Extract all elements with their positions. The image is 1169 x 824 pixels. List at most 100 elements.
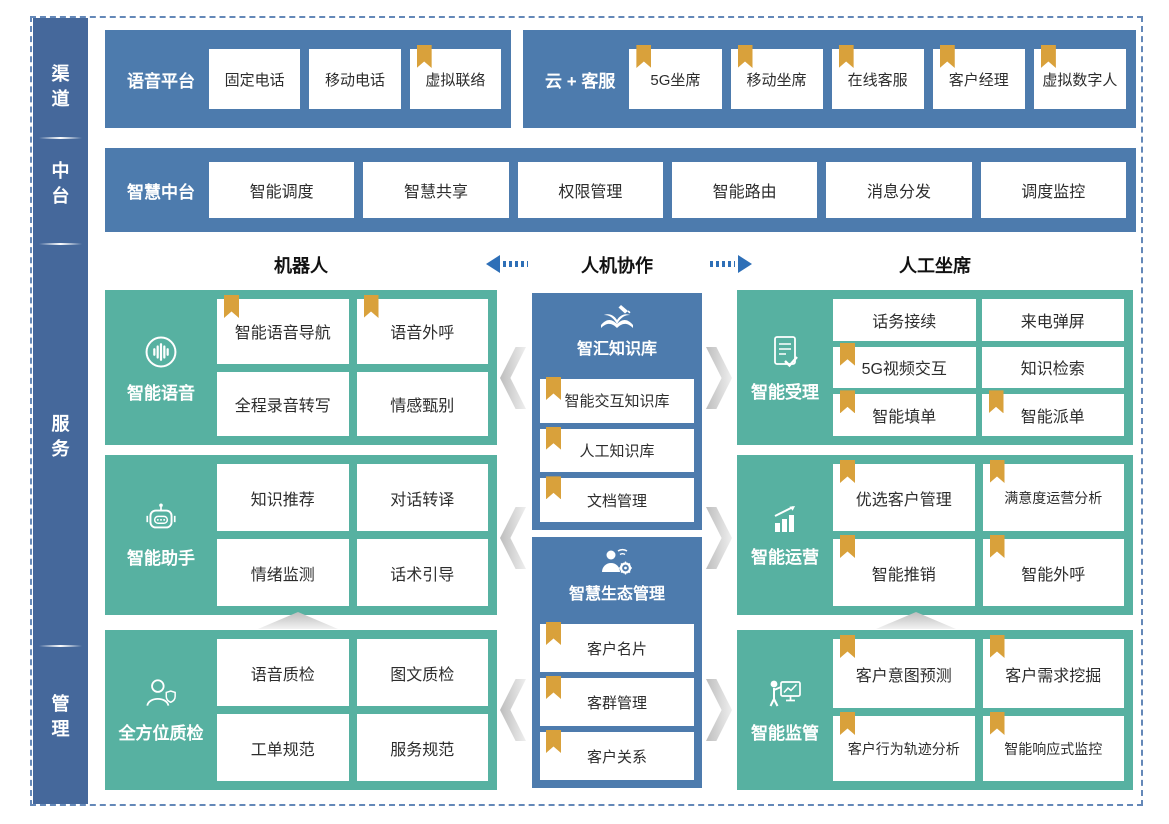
feature-cell: 话务接续 xyxy=(833,299,976,341)
voice-platform-band: 语音平台 固定电话 移动电话 虚拟联络 xyxy=(105,30,511,128)
feature-cell: 客户行为轨迹分析 xyxy=(833,712,975,781)
feature-cell: 话术引导 xyxy=(356,539,488,606)
smart-middle-band: 智慧中台 智能调度 智慧共享 权限管理 智能路由 消息分发 调度监控 xyxy=(105,148,1136,232)
inspector-icon xyxy=(142,676,180,712)
header-robot: 机器人 xyxy=(274,256,328,276)
feature-cell: 人工知识库 xyxy=(540,426,694,473)
band-title: 语音平台 xyxy=(127,71,195,91)
feature-cell: 情绪监测 xyxy=(217,539,349,606)
band-title: 云 + 客服 xyxy=(545,71,616,91)
feature-cell: 移动坐席 xyxy=(730,45,823,109)
feature-cell: 知识检索 xyxy=(981,346,1124,389)
feature-cell: 客户意图预测 xyxy=(833,635,975,708)
feature-cell: 全程录音转写 xyxy=(217,371,349,436)
band-title: 智慧中台 xyxy=(127,182,195,202)
block-knowledge-base: 智汇知识库 智能交互知识库 人工知识库 文档管理 xyxy=(532,293,702,530)
feature-cell: 消息分发 xyxy=(826,162,972,218)
bookmark-icon xyxy=(939,45,955,68)
bookmark-icon xyxy=(988,390,1004,414)
bookmark-icon xyxy=(840,342,855,366)
feature-cell: 在线客服 xyxy=(831,45,924,109)
bookmark-icon xyxy=(840,535,855,558)
block-quality-inspection: 全方位质检 语音质检 图文质检 工单规范 服务规范 xyxy=(105,630,497,790)
feature-cell: 知识推荐 xyxy=(217,464,349,531)
block-eco-management: 智慧生态管理 客户名片 客群管理 客户关系 xyxy=(532,537,702,788)
sidebar-item-management: 管理 xyxy=(51,694,70,739)
bookmark-icon xyxy=(840,460,855,483)
block-title: 智能受理 xyxy=(751,382,819,402)
block-smart-voice: 智能语音 智能语音导航 语音外呼 全程录音转写 情感甄别 xyxy=(105,290,497,445)
sidebar-divider xyxy=(39,137,82,139)
feature-cell: 智能语音导航 xyxy=(217,295,349,364)
feature-cell: 客户关系 xyxy=(540,730,694,780)
sidebar-item-service: 服务 xyxy=(51,414,70,459)
chart-up-icon xyxy=(767,502,803,536)
bookmark-icon xyxy=(546,476,561,500)
bookmark-icon xyxy=(546,377,561,400)
feature-cell: 智能路由 xyxy=(671,162,818,218)
diagram-frame xyxy=(30,16,1143,806)
feature-cell: 智能填单 xyxy=(833,390,976,436)
bookmark-icon xyxy=(840,712,855,735)
feature-cell: 虚拟联络 xyxy=(409,45,501,109)
feature-cell: 权限管理 xyxy=(517,162,663,218)
bookmark-icon xyxy=(737,45,753,68)
bookmark-icon xyxy=(989,635,1005,658)
feature-cell: 智能调度 xyxy=(209,162,355,218)
feature-cell: 来电弹屏 xyxy=(981,299,1124,341)
feature-cell: 情感甄别 xyxy=(356,371,488,436)
block-smart-operation: 智能运营 优选客户管理 满意度运营分析 智能推销 智能外呼 xyxy=(737,455,1133,615)
block-title: 智慧生态管理 xyxy=(568,586,665,603)
bookmark-icon xyxy=(224,295,239,318)
arrow-right-icon xyxy=(707,254,752,274)
header-human-machine: 人机协作 xyxy=(581,256,653,276)
header-human-agent: 人工坐席 xyxy=(899,256,971,276)
block-title: 智能语音 xyxy=(127,383,195,403)
person-gear-icon xyxy=(598,545,636,579)
bookmark-icon xyxy=(989,460,1005,483)
bookmark-icon xyxy=(840,635,855,658)
block-title: 智汇知识库 xyxy=(576,341,657,358)
presenter-chart-icon xyxy=(766,676,804,712)
block-title: 全方位质检 xyxy=(118,724,204,743)
bookmark-icon xyxy=(546,426,561,450)
feature-cell: 智能交互知识库 xyxy=(540,377,694,423)
bookmark-icon xyxy=(546,622,561,645)
bookmark-icon xyxy=(840,390,855,414)
feature-cell: 智能推销 xyxy=(833,535,975,606)
block-title: 智能监管 xyxy=(751,724,819,743)
document-check-icon xyxy=(768,333,802,371)
block-smart-supervision: 智能监管 客户意图预测 客户需求挖掘 客户行为轨迹分析 智能响应式监控 xyxy=(737,630,1133,790)
bookmark-icon xyxy=(416,45,432,68)
feature-cell: 客户经理 xyxy=(932,45,1025,109)
feature-cell: 调度监控 xyxy=(980,162,1126,218)
bookmark-icon xyxy=(989,535,1005,558)
feature-cell: 智能派单 xyxy=(981,390,1124,436)
cloud-service-band: 云 + 客服 5G坐席 移动坐席 在线客服 客户经理 虚拟数字人 xyxy=(523,30,1136,128)
feature-cell: 客群管理 xyxy=(540,676,694,726)
feature-cell: 工单规范 xyxy=(217,714,349,781)
feature-cell: 客户名片 xyxy=(540,622,694,672)
voice-wave-icon xyxy=(141,332,181,372)
feature-cell: 虚拟数字人 xyxy=(1033,45,1126,109)
sidebar-item-channel: 渠道 xyxy=(51,64,70,109)
sidebar-item-midplatform: 中台 xyxy=(51,161,70,206)
feature-cell: 客户需求挖掘 xyxy=(982,635,1124,708)
sidebar-divider xyxy=(39,243,82,245)
feature-cell: 满意度运营分析 xyxy=(982,460,1124,531)
block-title: 智能运营 xyxy=(751,548,819,567)
feature-cell: 5G坐席 xyxy=(629,45,722,109)
sidebar-divider xyxy=(39,645,82,647)
book-pen-icon xyxy=(597,302,637,334)
bookmark-icon xyxy=(546,676,561,699)
feature-cell: 5G视频交互 xyxy=(833,342,976,389)
bookmark-icon xyxy=(989,712,1005,735)
feature-cell: 对话转译 xyxy=(356,464,488,531)
bookmark-icon xyxy=(838,45,854,68)
feature-cell: 语音外呼 xyxy=(356,295,488,364)
feature-cell: 图文质检 xyxy=(356,639,488,706)
bookmark-icon xyxy=(636,45,652,68)
arrow-left-icon xyxy=(486,254,531,274)
feature-cell: 语音质检 xyxy=(217,639,349,706)
feature-cell: 优选客户管理 xyxy=(833,460,975,531)
